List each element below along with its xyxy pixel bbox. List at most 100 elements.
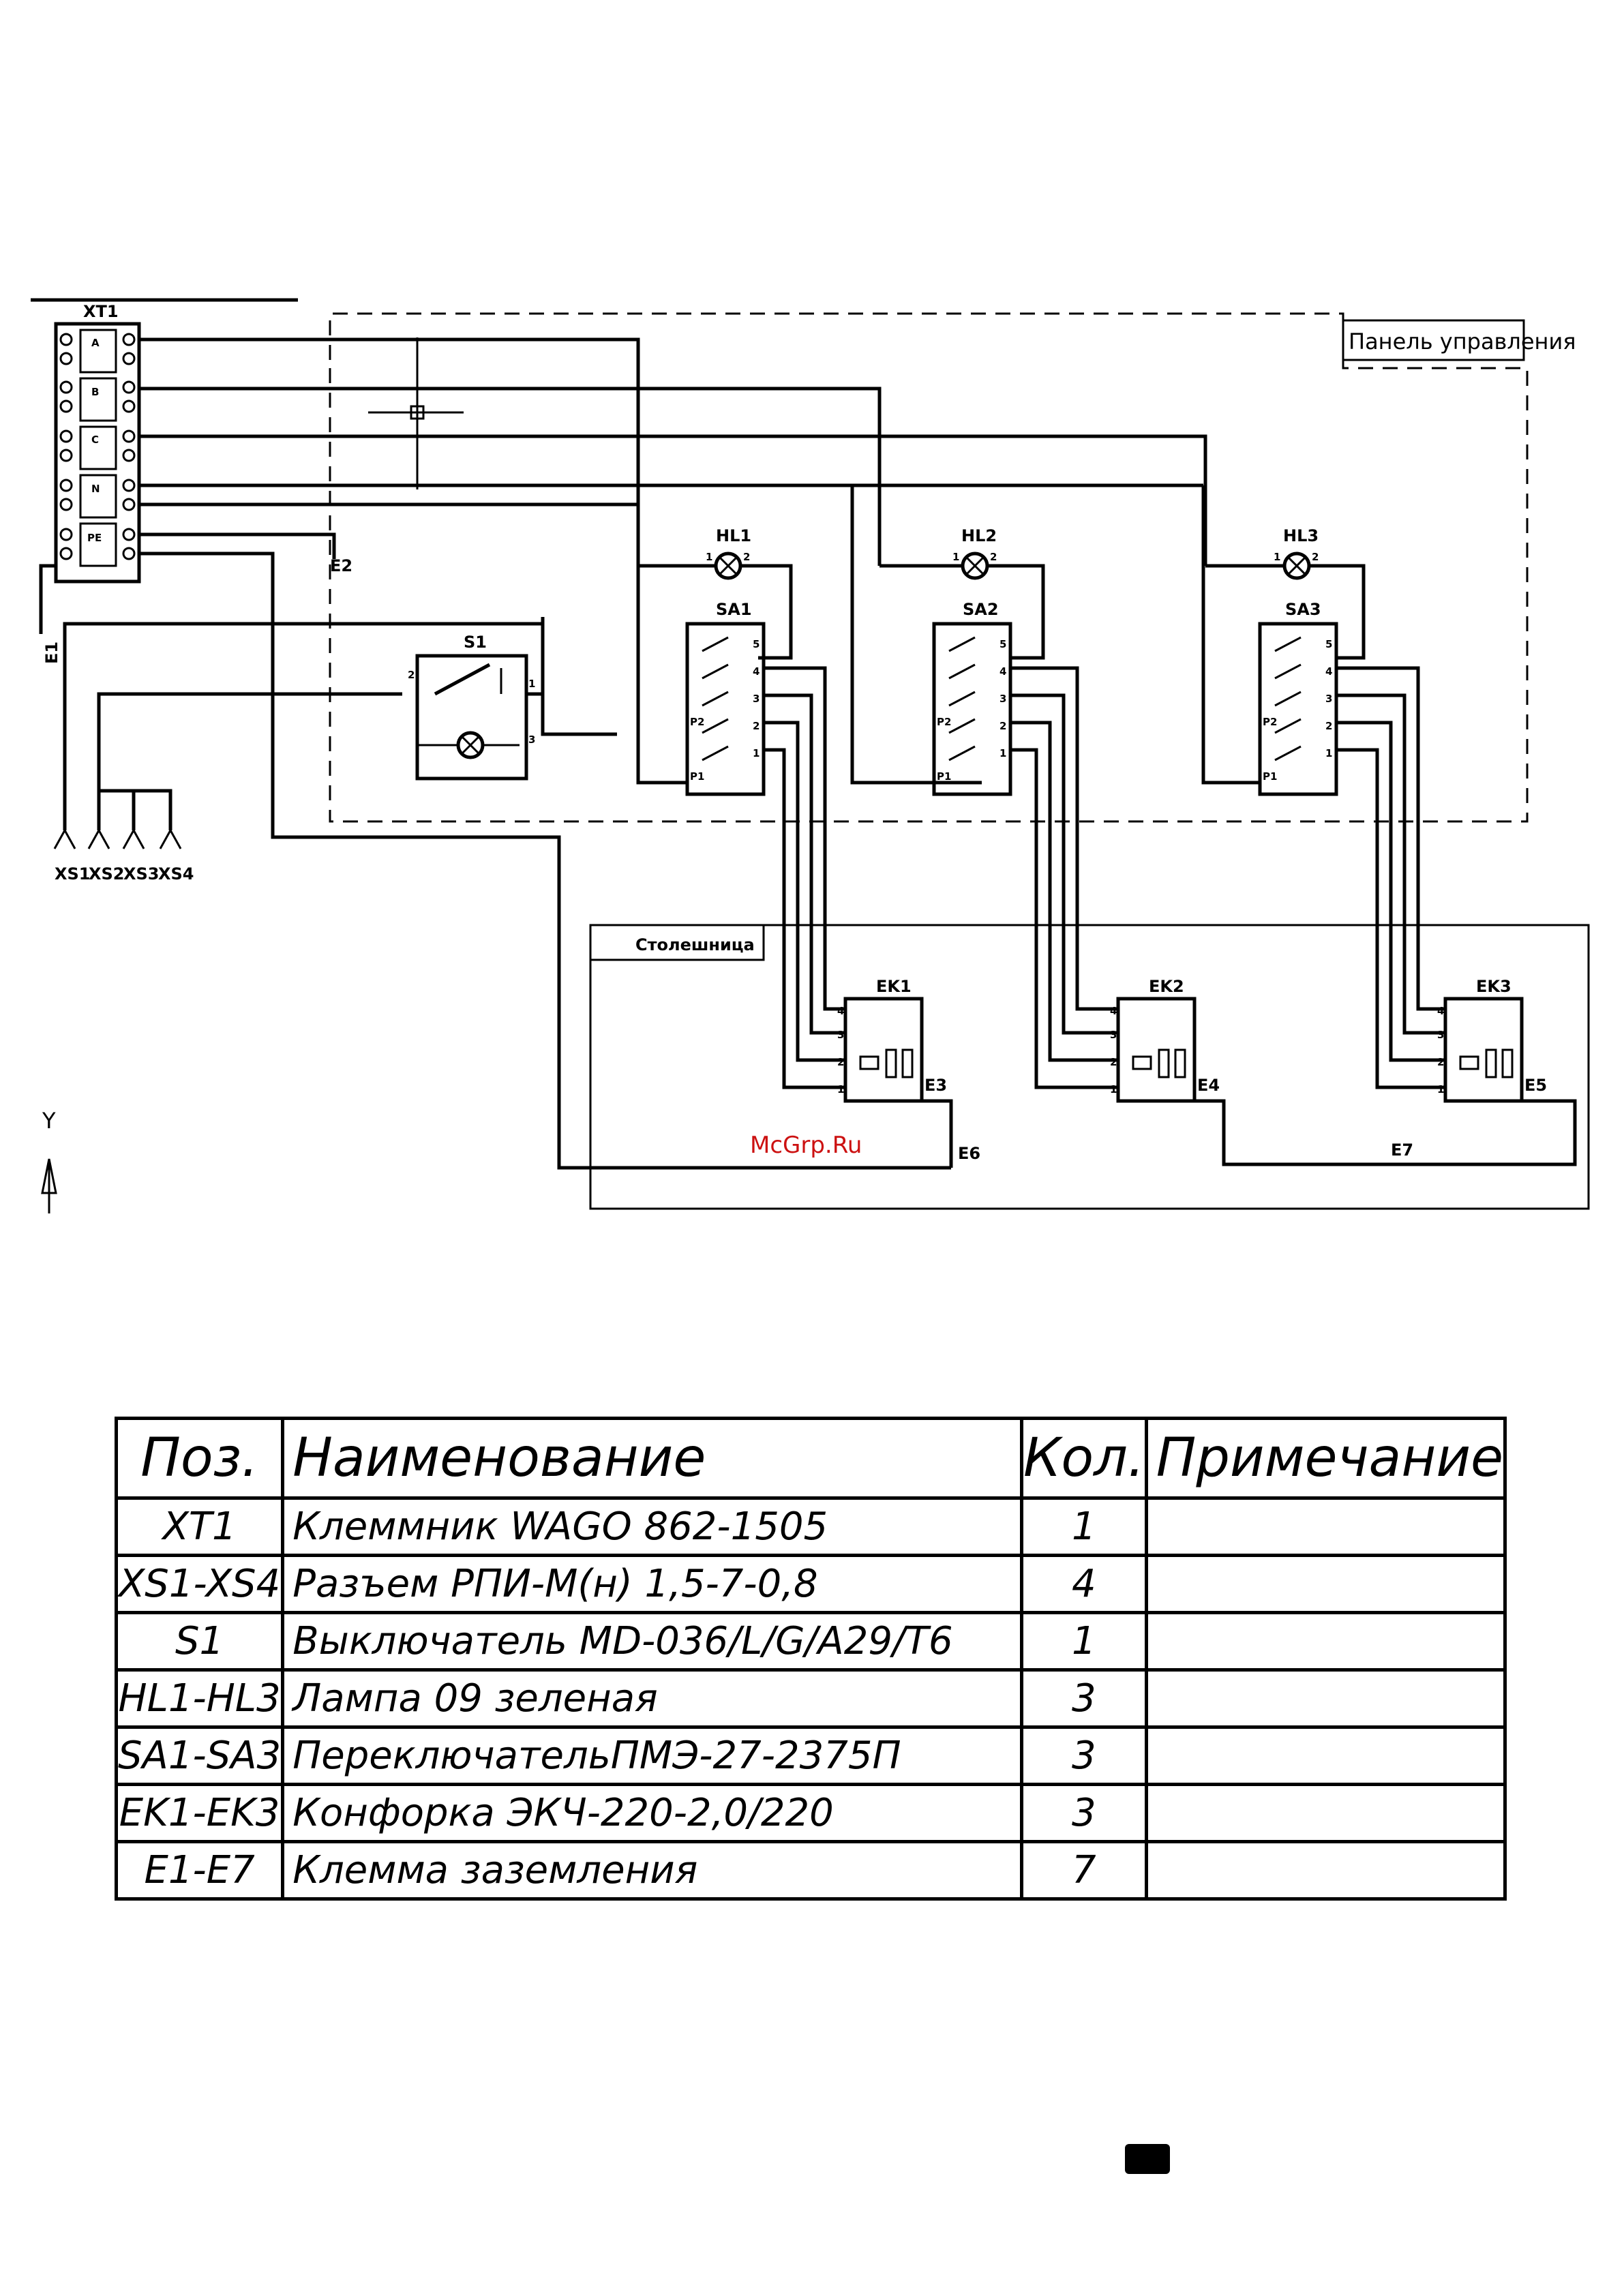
ground-e1-label: E1	[42, 641, 61, 664]
cell-note	[1144, 1840, 1507, 1901]
cell-note	[1144, 1783, 1507, 1843]
cell-qty: 3	[1020, 1783, 1148, 1843]
tabletop-region: Столешница	[589, 924, 1590, 1210]
svg-text:2: 2	[837, 1056, 844, 1068]
svg-text:SA1: SA1	[716, 600, 752, 619]
svg-text:1: 1	[1325, 747, 1332, 759]
cell-qty: 7	[1020, 1840, 1148, 1901]
cell-name: Разъем РПИ-М(н) 1,5-7-0,8	[281, 1554, 1023, 1614]
connectors-xs: XS1 XS2 XS3 XS4	[53, 622, 617, 883]
svg-text:P1: P1	[1263, 770, 1277, 783]
svg-text:5: 5	[753, 638, 760, 650]
svg-text:P2: P2	[937, 716, 951, 728]
svg-text:P1: P1	[937, 770, 951, 783]
cell-name: ПереключательПМЭ-27-2375П	[281, 1725, 1023, 1786]
hotplate-ek1: EK1 4 3 2 1 E3 E6	[837, 977, 980, 1168]
xt1-terminal-b: B	[59, 377, 136, 422]
cad-crosshair	[368, 337, 464, 489]
cell-note	[1144, 1725, 1507, 1786]
svg-text:P1: P1	[690, 770, 704, 783]
svg-text:E6: E6	[958, 1144, 980, 1163]
svg-text:2: 2	[990, 551, 997, 563]
phase-wiring	[139, 337, 1261, 1170]
svg-text:E4: E4	[1197, 1076, 1220, 1095]
table-row: HL1-HL3 Лампа 09 зеленая 3	[114, 1668, 1507, 1729]
svg-text:PE: PE	[87, 532, 102, 544]
table-row: XS1-XS4 Разъем РПИ-М(н) 1,5-7-0,8 4	[114, 1554, 1507, 1614]
svg-text:1: 1	[528, 678, 535, 690]
switch-s1-label: S1	[464, 633, 487, 652]
svg-text:4: 4	[1437, 1005, 1444, 1017]
svg-text:Y: Y	[42, 1108, 56, 1134]
svg-text:P2: P2	[690, 716, 704, 728]
svg-text:1: 1	[1274, 551, 1280, 563]
svg-text:4: 4	[837, 1005, 844, 1017]
svg-text:HL1: HL1	[716, 526, 751, 545]
table-header-row: Поз. Наименование Кол. Примечание	[114, 1417, 1507, 1500]
svg-text:3: 3	[1110, 1029, 1117, 1041]
table-row: XT1 Клеммник WAGO 862-1505 1	[114, 1496, 1507, 1557]
hotplate-ek2: EK2 4 3 2 1 E4	[1110, 977, 1577, 1166]
cell-qty: 3	[1020, 1668, 1148, 1729]
cell-note	[1144, 1611, 1507, 1672]
svg-text:1: 1	[952, 551, 959, 563]
cell-pos: E1-E7	[114, 1840, 285, 1901]
svg-text:2: 2	[999, 720, 1006, 732]
cell-qty: 1	[1020, 1611, 1148, 1672]
cell-pos: HL1-HL3	[114, 1668, 285, 1729]
svg-text:EK1: EK1	[876, 977, 912, 996]
svg-text:E3: E3	[924, 1076, 947, 1095]
svg-text:5: 5	[1325, 638, 1332, 650]
header-name: Наименование	[281, 1417, 1023, 1500]
tabletop-label: Столешница	[635, 935, 755, 954]
svg-text:E7: E7	[1391, 1141, 1413, 1160]
switch-s1: S1 2 1 3	[408, 617, 545, 781]
connector-xs4-label: XS4	[158, 864, 194, 883]
cell-qty: 3	[1020, 1725, 1148, 1786]
page-number-badge	[1125, 2144, 1170, 2174]
svg-text:5: 5	[999, 638, 1006, 650]
cell-pos: S1	[114, 1611, 285, 1672]
svg-text:SA3: SA3	[1285, 600, 1321, 619]
xt1-terminal-n: N	[59, 474, 136, 519]
cell-pos: SA1-SA3	[114, 1725, 285, 1786]
lamp-hl3: HL3 1 2	[1205, 526, 1366, 660]
svg-text:3: 3	[837, 1029, 844, 1041]
svg-text:A: A	[91, 337, 100, 349]
table-row: E1-E7 Клемма заземления 7	[114, 1840, 1507, 1901]
table-row: SA1-SA3 ПереключательПМЭ-27-2375П 3	[114, 1725, 1507, 1786]
control-panel-region: Панель управления	[329, 312, 1576, 823]
header-qty: Кол.	[1020, 1417, 1148, 1500]
cell-pos: XT1	[114, 1496, 285, 1557]
ground-e2-label: E2	[330, 556, 352, 575]
lamp-hl2: HL2 1 2	[879, 526, 1045, 660]
cell-note	[1144, 1554, 1507, 1614]
xt1-label: XT1	[83, 302, 119, 321]
xt1-terminal-c: C	[59, 425, 136, 470]
svg-text:2: 2	[408, 669, 415, 681]
cell-note	[1144, 1668, 1507, 1729]
svg-text:EK3: EK3	[1476, 977, 1512, 996]
svg-text:3: 3	[528, 734, 535, 746]
connector-xs1-label: XS1	[55, 864, 91, 883]
svg-text:4: 4	[1110, 1005, 1117, 1017]
xt1-terminal-pe: PE	[59, 522, 136, 567]
cell-qty: 4	[1020, 1554, 1148, 1614]
hotplate-ek3: EK3 4 3 2 1 E5 E7	[1391, 977, 1547, 1160]
selector-sa3: SA3 P2 P1 5 4 3 2 1	[1258, 600, 1338, 796]
svg-text:HL3: HL3	[1283, 526, 1319, 545]
svg-text:1: 1	[999, 747, 1006, 759]
svg-text:EK2: EK2	[1149, 977, 1184, 996]
selector-sa2: SA2 P2 P1 5 4 3 2 1	[932, 600, 1012, 796]
cell-note	[1144, 1496, 1507, 1557]
svg-text:1: 1	[837, 1083, 844, 1096]
svg-text:4: 4	[1325, 665, 1332, 678]
cell-pos: XS1-XS4	[114, 1554, 285, 1614]
lamp-hl1: HL1 1 2	[638, 526, 793, 660]
cell-qty: 1	[1020, 1496, 1148, 1557]
svg-text:1: 1	[1110, 1083, 1117, 1096]
svg-text:N: N	[91, 483, 100, 495]
svg-text:3: 3	[1325, 693, 1332, 705]
svg-text:3: 3	[1437, 1029, 1444, 1041]
svg-text:2: 2	[1110, 1056, 1117, 1068]
